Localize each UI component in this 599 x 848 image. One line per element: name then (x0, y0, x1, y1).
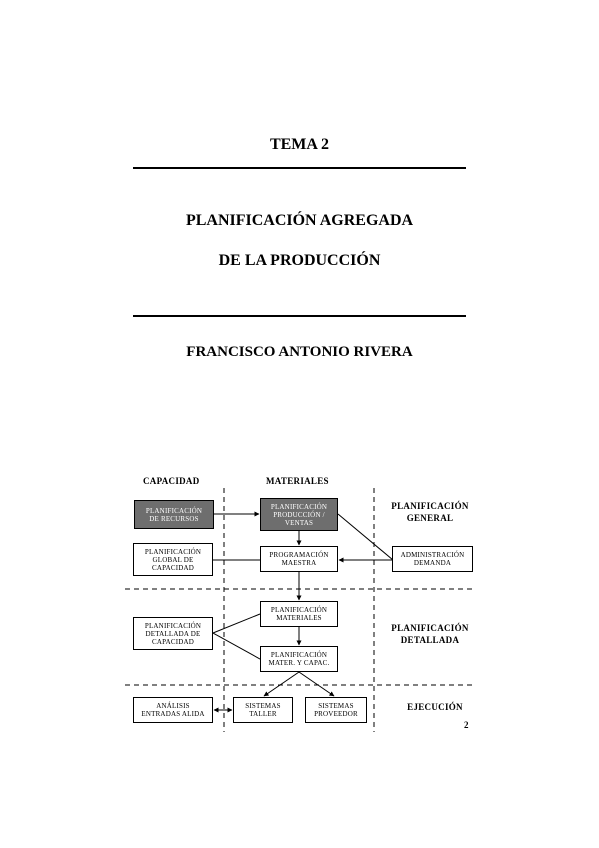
level-label-general-line-2: GENERAL (406, 513, 454, 523)
box-text-line: GLOBAL DE (152, 555, 194, 564)
box-text-line: PROVEEDOR (314, 710, 358, 718)
box-planificacion-detallada-capacidad: PLANIFICACIÓN DETALLADA DE CAPACIDAD (133, 617, 213, 650)
box-text-line: SISTEMAS (245, 702, 281, 710)
box-text-line: PROGRAMACIÓN (269, 551, 329, 559)
line-detallada-materiales (212, 613, 261, 634)
box-text-line: CAPACIDAD (152, 637, 194, 646)
box-text-line: CAPACIDAD (152, 563, 194, 572)
box-text-line: PLANIFICACIÓN (144, 621, 202, 630)
level-label-general-line-1: PLANIFICACIÓN (391, 501, 469, 511)
document-title-line-2: DE LA PRODUCCIÓN (218, 252, 381, 269)
box-sistemas-taller: SISTEMAS TALLER (233, 697, 293, 723)
topic-heading: TEMA 2 (269, 136, 330, 153)
box-sistemas-proveedor: SISTEMAS PROVEEDOR (305, 697, 367, 723)
arrow-matcap-taller (263, 671, 300, 697)
box-programacion-maestra: PROGRAMACIÓN MAESTRA (260, 546, 338, 572)
box-text-line: PLANIFICACIÓN (270, 606, 328, 614)
author-name: FRANCISCO ANTONIO RIVERA (186, 344, 413, 360)
box-analisis-entrada-salida: ANÁLISIS ENTRADAS ALIDA (133, 697, 213, 723)
box-planificacion-materiales-capacidad: PLANIFICACIÓN MATER. Y CAPAC. (260, 646, 338, 672)
box-text-line: VENTAS (284, 518, 314, 527)
line-detallada-matcap (212, 632, 261, 660)
column-header-capacidad: CAPACIDAD (143, 476, 200, 486)
box-text-line: DEMANDA (413, 559, 452, 567)
box-text-line: PLANIFICACIÓN (270, 651, 328, 659)
box-text-line: SISTEMAS (318, 702, 354, 710)
box-text-line: DETALLADA DE (145, 629, 201, 638)
box-text-line: MAESTRA (281, 559, 317, 567)
box-text-line: MATERIALES (276, 614, 322, 622)
level-label-ejecucion: EJECUCIÓN (407, 702, 463, 712)
box-planificacion-global-capacidad: PLANIFICACIÓN GLOBAL DE CAPACIDAD (133, 543, 213, 576)
box-text-line: PLANIFICACIÓN (145, 506, 203, 515)
arrow-matcap-proveedor (298, 671, 335, 697)
top-divider (133, 167, 466, 169)
box-text-line: ENTRADAS ALIDA (141, 710, 205, 718)
level-label-detallada-line-1: PLANIFICACIÓN (391, 623, 469, 633)
box-text-line: MATER. Y CAPAC. (268, 659, 330, 667)
box-text-line: ADMINISTRACIÓN (400, 551, 465, 559)
box-text-line: PLANIFICACIÓN (270, 502, 328, 511)
box-planificacion-recursos: PLANIFICACIÓN DE RECURSOS (134, 500, 214, 529)
box-planificacion-produccion-ventas: PLANIFICACIÓN PRODUCCIÓN / VENTAS (260, 498, 338, 531)
box-text-line: ANÁLISIS (156, 702, 190, 710)
box-text-line: DE RECURSOS (149, 514, 199, 523)
page-number: 2 (464, 720, 469, 730)
box-text-line: TALLER (249, 710, 277, 718)
line-produccion-demanda (337, 513, 394, 561)
column-header-materiales: MATERIALES (266, 476, 329, 486)
box-text-line: PRODUCCIÓN / (273, 510, 325, 519)
bottom-divider (133, 315, 466, 317)
box-text-line: PLANIFICACIÓN (144, 547, 202, 556)
document-title-line-1: PLANIFICACIÓN AGREGADA (185, 212, 414, 229)
level-label-detallada-line-2: DETALLADA (400, 635, 460, 645)
box-planificacion-materiales: PLANIFICACIÓN MATERIALES (260, 601, 338, 627)
box-administracion-demanda: ADMINISTRACIÓN DEMANDA (392, 546, 473, 572)
